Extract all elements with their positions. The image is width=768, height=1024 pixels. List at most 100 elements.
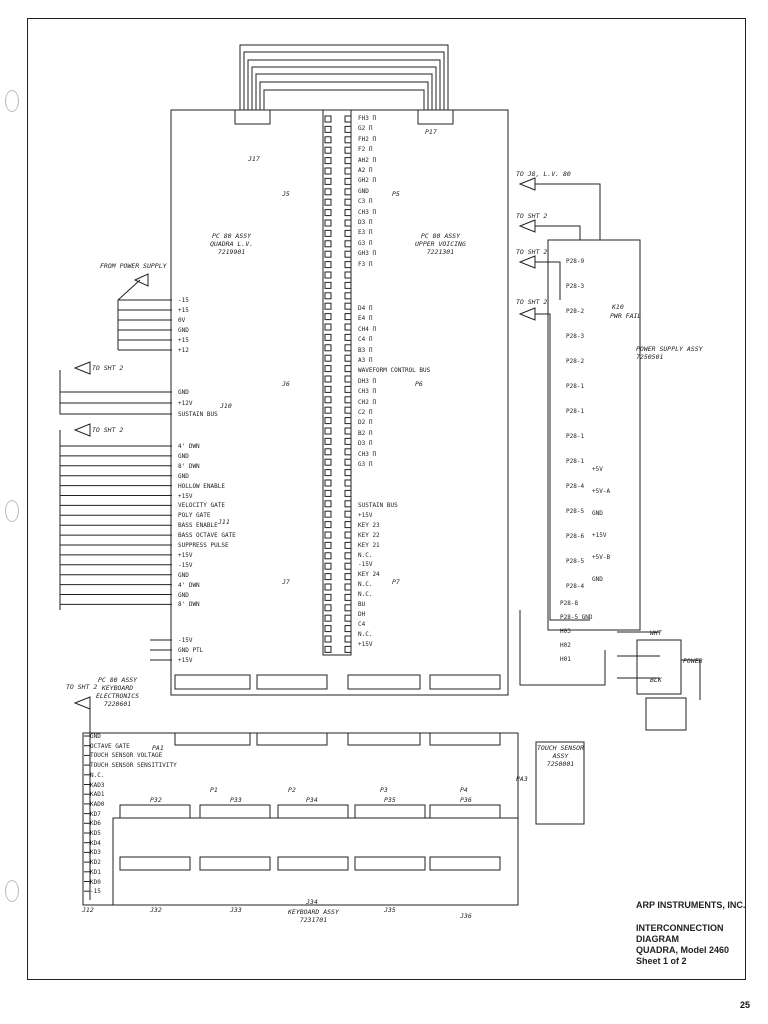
- pc80-keyboard-label: PC 80 ASSY KEYBOARD ELECTRONICS 7220601: [96, 676, 140, 708]
- connector-pin: [324, 427, 332, 435]
- keyboard-signal: KAD3: [90, 781, 105, 789]
- connector-pin: [324, 198, 332, 206]
- j11-signal: GND: [178, 452, 189, 460]
- pc80-quadra-label: PC 80 ASSY QUADRA L.V. 7219901: [210, 232, 254, 256]
- connector-pin: [344, 469, 352, 477]
- p7-signal: DH: [358, 610, 366, 618]
- connector-pin: [344, 479, 352, 487]
- keyboard-signal: OCTAVE GATE: [90, 742, 130, 750]
- connector-pin: [344, 448, 352, 456]
- connector-pin: [344, 177, 352, 185]
- p6-signal: C2 Π: [358, 409, 373, 416]
- j34-label: J34: [306, 898, 318, 906]
- connector-pin: [324, 250, 332, 258]
- connector-pin: [324, 604, 332, 612]
- j5-label: J5: [282, 190, 290, 198]
- connector-pin: [344, 354, 352, 362]
- p17-label: P17: [425, 128, 437, 136]
- model-name: QUADRA, Model 2460: [636, 945, 730, 955]
- j12-label: J12: [82, 906, 94, 914]
- connector-pin: [344, 583, 352, 591]
- p6-signal: CH4 Π: [358, 325, 377, 333]
- p7-signal: BU: [358, 601, 366, 608]
- ps-pin: P28-1: [566, 383, 585, 390]
- connector-pin: [324, 510, 332, 518]
- p5-signal: FH2 Π: [358, 135, 377, 143]
- ps-output: GND: [592, 576, 603, 583]
- j9-signal: -15: [178, 297, 189, 304]
- connector-pin: [344, 541, 352, 549]
- connector-pin: [344, 625, 352, 633]
- connector-pin: [344, 489, 352, 497]
- ps-output: +5V-A: [592, 488, 611, 495]
- ps-pin: P28-4: [566, 483, 585, 490]
- p6-signal: E4 Π: [358, 315, 373, 323]
- to-sht2-label: TO SHT 2: [516, 248, 548, 256]
- connector-pin: [324, 271, 332, 279]
- p7-signal: C4: [358, 620, 366, 628]
- connector-pin: [324, 583, 332, 591]
- p7-signal: SUSTAIN BUS: [358, 502, 398, 509]
- j11-signal: GND: [178, 571, 189, 579]
- p6-signal: CH3 Π: [358, 450, 377, 458]
- connector-pin: [324, 614, 332, 622]
- ps-misc: P28-5 GND: [560, 614, 593, 621]
- j11-signal: HOLLOW ENABLE: [178, 482, 225, 490]
- to-sht2-label: TO SHT 2: [516, 212, 548, 220]
- p7-label: P7: [392, 578, 400, 586]
- j11-signal: 8' DWN: [178, 601, 200, 609]
- connector-pin: [324, 593, 332, 601]
- to-sht2-label: TO SHT 2: [516, 298, 548, 306]
- p36-label: P36: [460, 796, 472, 804]
- connector-pin: [344, 219, 352, 227]
- sheet-number: Sheet 1 of 2: [636, 956, 687, 966]
- p7-signal: N.C.: [358, 581, 373, 589]
- keyboard-signal: KD2: [90, 859, 101, 867]
- j11-signal: -15V: [178, 561, 193, 569]
- ps-misc: H02: [560, 642, 571, 649]
- connector-pin: [344, 396, 352, 404]
- connector-pin: [344, 406, 352, 414]
- connector-pin: [324, 167, 332, 175]
- p4-label: P4: [460, 786, 468, 794]
- keyboard-signal: KD3: [90, 849, 101, 857]
- connector-pin: [324, 365, 332, 373]
- ps-output: +5V: [592, 466, 603, 473]
- j12-signal: +15V: [178, 657, 193, 664]
- pc80-upper-label: PC 80 ASSY UPPER VOICING 7221301: [415, 232, 466, 256]
- connector-pin: [344, 573, 352, 581]
- j11-label: J11: [218, 518, 230, 526]
- j32-label: J32: [150, 906, 162, 914]
- connector-pin: [344, 198, 352, 206]
- j9-signal: +15: [178, 337, 189, 344]
- p32-label: P32: [150, 796, 162, 804]
- j10-label: J10: [220, 402, 232, 410]
- j11-signal: 8' DWN: [178, 462, 200, 470]
- j10-signal: +12V: [178, 400, 193, 407]
- connector-pin: [324, 645, 332, 653]
- j11-signal: 4' DWN: [178, 443, 200, 450]
- connector-pin: [344, 313, 352, 321]
- power-supply-box: [547, 239, 641, 631]
- p5-signal: C3 Π: [358, 198, 373, 206]
- j10-signal: GND: [178, 389, 189, 396]
- p6-signal: DH3 Π: [358, 377, 377, 385]
- connector-pin: [344, 250, 352, 258]
- connector-pin: [344, 240, 352, 248]
- ps-output: +15V: [592, 532, 607, 539]
- j10-signal: SUSTAIN BUS: [178, 411, 218, 418]
- connector-pin: [344, 209, 352, 217]
- connector-pin: [344, 562, 352, 570]
- power-switch-label: POWER: [683, 657, 703, 665]
- j9-signal: +12: [178, 347, 189, 354]
- keyboard-signal: KD4: [90, 839, 101, 847]
- p7-signal: +15V: [358, 511, 373, 519]
- connector-pin: [344, 614, 352, 622]
- connector-pin: [324, 188, 332, 196]
- connector-pin: [324, 333, 332, 341]
- keyboard-signal: TOUCH SENSOR SENSITIVITY: [90, 762, 177, 770]
- k10-label: K10: [612, 303, 624, 311]
- connector-pin: [344, 521, 352, 529]
- connector-pin: [324, 635, 332, 643]
